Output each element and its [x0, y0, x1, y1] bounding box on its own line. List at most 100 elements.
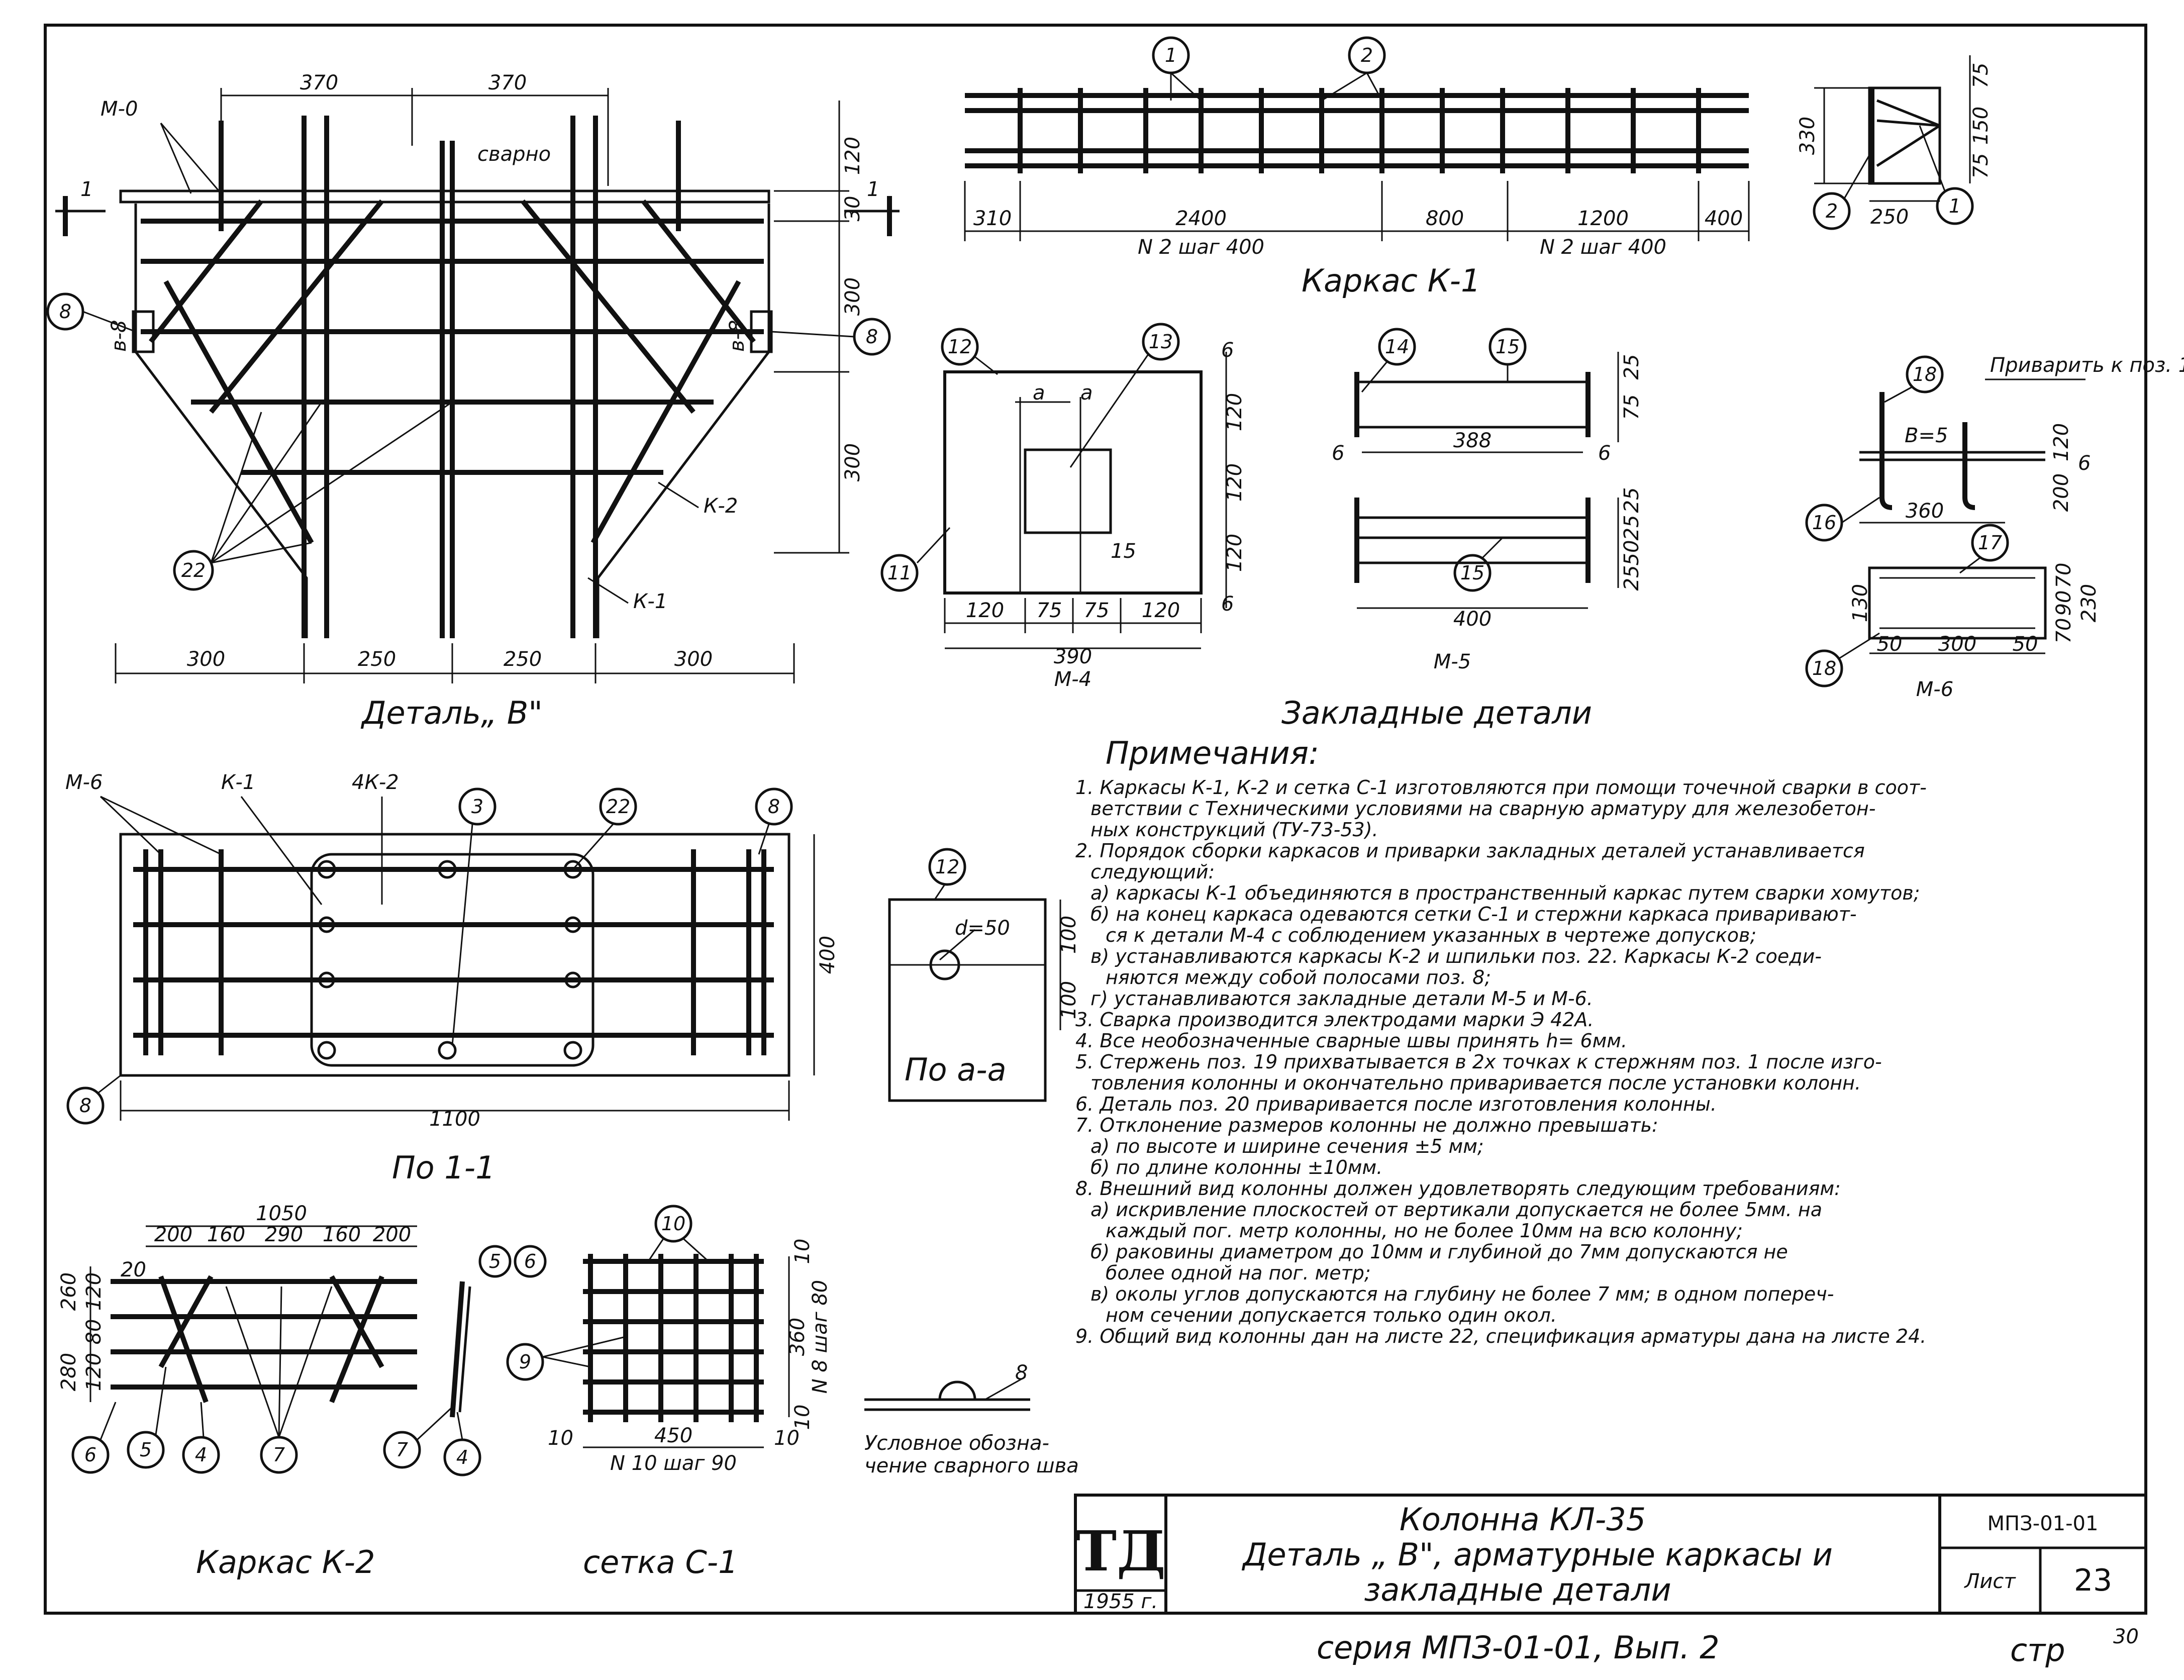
m4-dim-r1: 120: [1223, 393, 1246, 431]
title-line-1: Колонна КЛ-35: [1400, 1501, 1646, 1538]
k1-dim-5: 400: [1705, 207, 1743, 230]
k1-callout-2: 2: [1361, 44, 1373, 66]
dim-bottom-3: 250: [504, 648, 542, 671]
k1s-dim-330: 330: [1796, 117, 1819, 155]
notes-heading: Примечания:: [1106, 735, 1319, 771]
m4-callout-13: 13: [1149, 331, 1173, 353]
k2-ldim-1: 260: [57, 1272, 80, 1311]
m4-dim-120b: 120: [1142, 599, 1180, 622]
k2-callout-7b: 7: [396, 1439, 408, 1461]
embedded-parts: а а 15 120 75 75 120 390 М-4 120 120 120…: [880, 323, 2184, 731]
m4-dim-r5: 6: [1221, 592, 1234, 616]
dim-bottom-1: 300: [187, 648, 225, 671]
k2-callout-6a: 6: [524, 1250, 536, 1272]
s11-callout-3: 3: [471, 796, 483, 818]
k2-ldim-5: 120: [82, 1353, 106, 1391]
k2-title: Каркас К-2: [196, 1544, 375, 1580]
footer: серия МПЗ-01-01, Вып. 2 стр 30: [1317, 1625, 2139, 1668]
m5-dim-400: 400: [1453, 608, 1492, 631]
weld-caption-2: чение сварного шва: [864, 1454, 1079, 1477]
s11-callout-22: 22: [606, 796, 630, 818]
page-label: стр: [2010, 1632, 2065, 1668]
m5-dim-6a: 6: [1332, 442, 1344, 465]
note-line: следующий:: [1090, 861, 1215, 883]
doc-code: МПЗ-01-01: [1988, 1512, 2099, 1535]
m5-callout-15a: 15: [1496, 336, 1520, 358]
saa-dim-100b: 100: [1057, 981, 1080, 1019]
k1-callout-1: 1: [1165, 44, 1177, 66]
note-line: б) по длине колонны ±10мм.: [1090, 1156, 1382, 1178]
note-line: каждый пог. метр колонны, но не более 10…: [1106, 1220, 1743, 1242]
notes-block: Примечания: 1. Каркасы К-1, К-2 и сетка …: [1075, 735, 1927, 1347]
note-line: ном сечении допускается только один окол…: [1106, 1304, 1557, 1326]
m4-a-left: а: [1033, 381, 1045, 405]
dim-top-2: 370: [488, 71, 527, 94]
detail-b: 370 370 в-8 в-8: [46, 71, 900, 731]
k2-callout-7a: 7: [273, 1444, 285, 1466]
section-1-1: 1100 400 М-6 К-1 4К-2 3 22 8 8 По 1-1: [65, 771, 839, 1186]
note-line: ветствии с Техническими условиями на сва…: [1090, 798, 1876, 820]
callout-8-right: 8: [866, 326, 878, 348]
k1s-callout-2: 2: [1826, 200, 1838, 222]
m6-dim-230: 230: [2077, 584, 2101, 622]
m5-dim-r4: 25: [1620, 515, 1643, 541]
label-k2: К-2: [704, 495, 738, 518]
m5-dim-r3: 25: [1620, 487, 1643, 513]
m6-dim-6: 6: [2078, 452, 2091, 475]
m6-dim-70a: 70: [2052, 563, 2075, 588]
note-line: 6. Деталь поз. 20 приваривается после из…: [1075, 1093, 1717, 1115]
note-line: 8. Внешний вид колонны должен удовлетвор…: [1075, 1177, 1841, 1200]
m4-callout-11: 11: [887, 562, 912, 584]
label-m0: М-0: [101, 97, 138, 121]
c1-edge-1: 10: [548, 1427, 573, 1450]
note-line: 1. Каркасы К-1, К-2 и сетка С-1 изготовл…: [1075, 776, 1927, 799]
k1s-dim-75b: 75: [1969, 153, 1993, 179]
m5-dim-r1: 25: [1620, 354, 1643, 380]
k2-ldim-2: 120: [82, 1272, 106, 1311]
section-mark-right: 1: [867, 178, 879, 201]
note-line: г) устанавливаются закладные детали М-5 …: [1090, 987, 1593, 1010]
m4-a-right: а: [1080, 381, 1093, 405]
c1-width-sub: N 10 шаг 90: [610, 1452, 737, 1475]
page-number: 30: [2113, 1625, 2139, 1648]
note-line: 4. Все необозначенные сварные швы принят…: [1075, 1030, 1627, 1052]
m6-dim-200: 200: [2050, 473, 2073, 512]
note-line: 7. Отклонение размеров колонны не должно…: [1075, 1114, 1658, 1136]
m4-callout-12: 12: [948, 336, 972, 358]
k1-dim-2: 2400: [1175, 207, 1227, 230]
section-a-a: d=50 100 100 12 По а-а: [888, 848, 1080, 1102]
dim-b8-right: в-8: [726, 320, 749, 352]
k1-dim-4: 1200: [1577, 207, 1629, 230]
k1-title: Каркас К-1: [1302, 262, 1480, 299]
note-line: а) каркасы К-1 объединяются в пространст…: [1090, 882, 1920, 904]
s11-title: По 1-1: [392, 1149, 495, 1186]
m5-dim-6b: 6: [1598, 442, 1611, 465]
note-line: б) на конец каркаса одеваются сетки С-1 …: [1090, 903, 1857, 925]
callout-8-left: 8: [59, 301, 71, 323]
note-line: в) устанавливаются каркасы К-2 и шпильки…: [1090, 945, 1822, 967]
k1-step-2: N 2 шаг 400: [1540, 236, 1666, 259]
m4-dim-75b: 75: [1084, 599, 1110, 622]
c1-side: 360: [786, 1318, 809, 1356]
m4-dim-120a: 120: [966, 599, 1004, 622]
m4-15: 15: [1111, 540, 1136, 563]
title-year: 1955 г.: [1083, 1590, 1158, 1613]
c1-width: 450: [654, 1424, 692, 1447]
detail-b-title: Деталь„ В": [360, 695, 543, 731]
saa-title: По а-а: [905, 1051, 1007, 1088]
dim-bottom-2: 250: [358, 648, 396, 671]
note-line: а) по высоте и ширине сечения ±5 мм;: [1090, 1135, 1484, 1157]
frame-k1: 1 2 310 2400 800 1200 400 N 2 шаг 400 N …: [964, 36, 1993, 299]
m4-dim-r3: 120: [1223, 534, 1246, 572]
m4-dim-r4: 6: [1221, 339, 1234, 362]
k2-dim-160b: 160: [323, 1223, 361, 1246]
k1s-dim-150: 150: [1969, 107, 1993, 145]
dim-right-3: 300: [841, 277, 864, 316]
s11-label-4k2: 4К-2: [352, 771, 399, 794]
m5-dim-r2: 75: [1620, 394, 1643, 420]
m6-callout-18b: 18: [1812, 657, 1836, 679]
mesh-c1: 450 N 10 шаг 90 10 10 360 N 8 шаг 80 10 …: [506, 1205, 832, 1580]
k1s-callout-1: 1: [1949, 195, 1961, 217]
note-line: 5. Стержень поз. 19 прихватывается в 2х …: [1075, 1051, 1882, 1073]
